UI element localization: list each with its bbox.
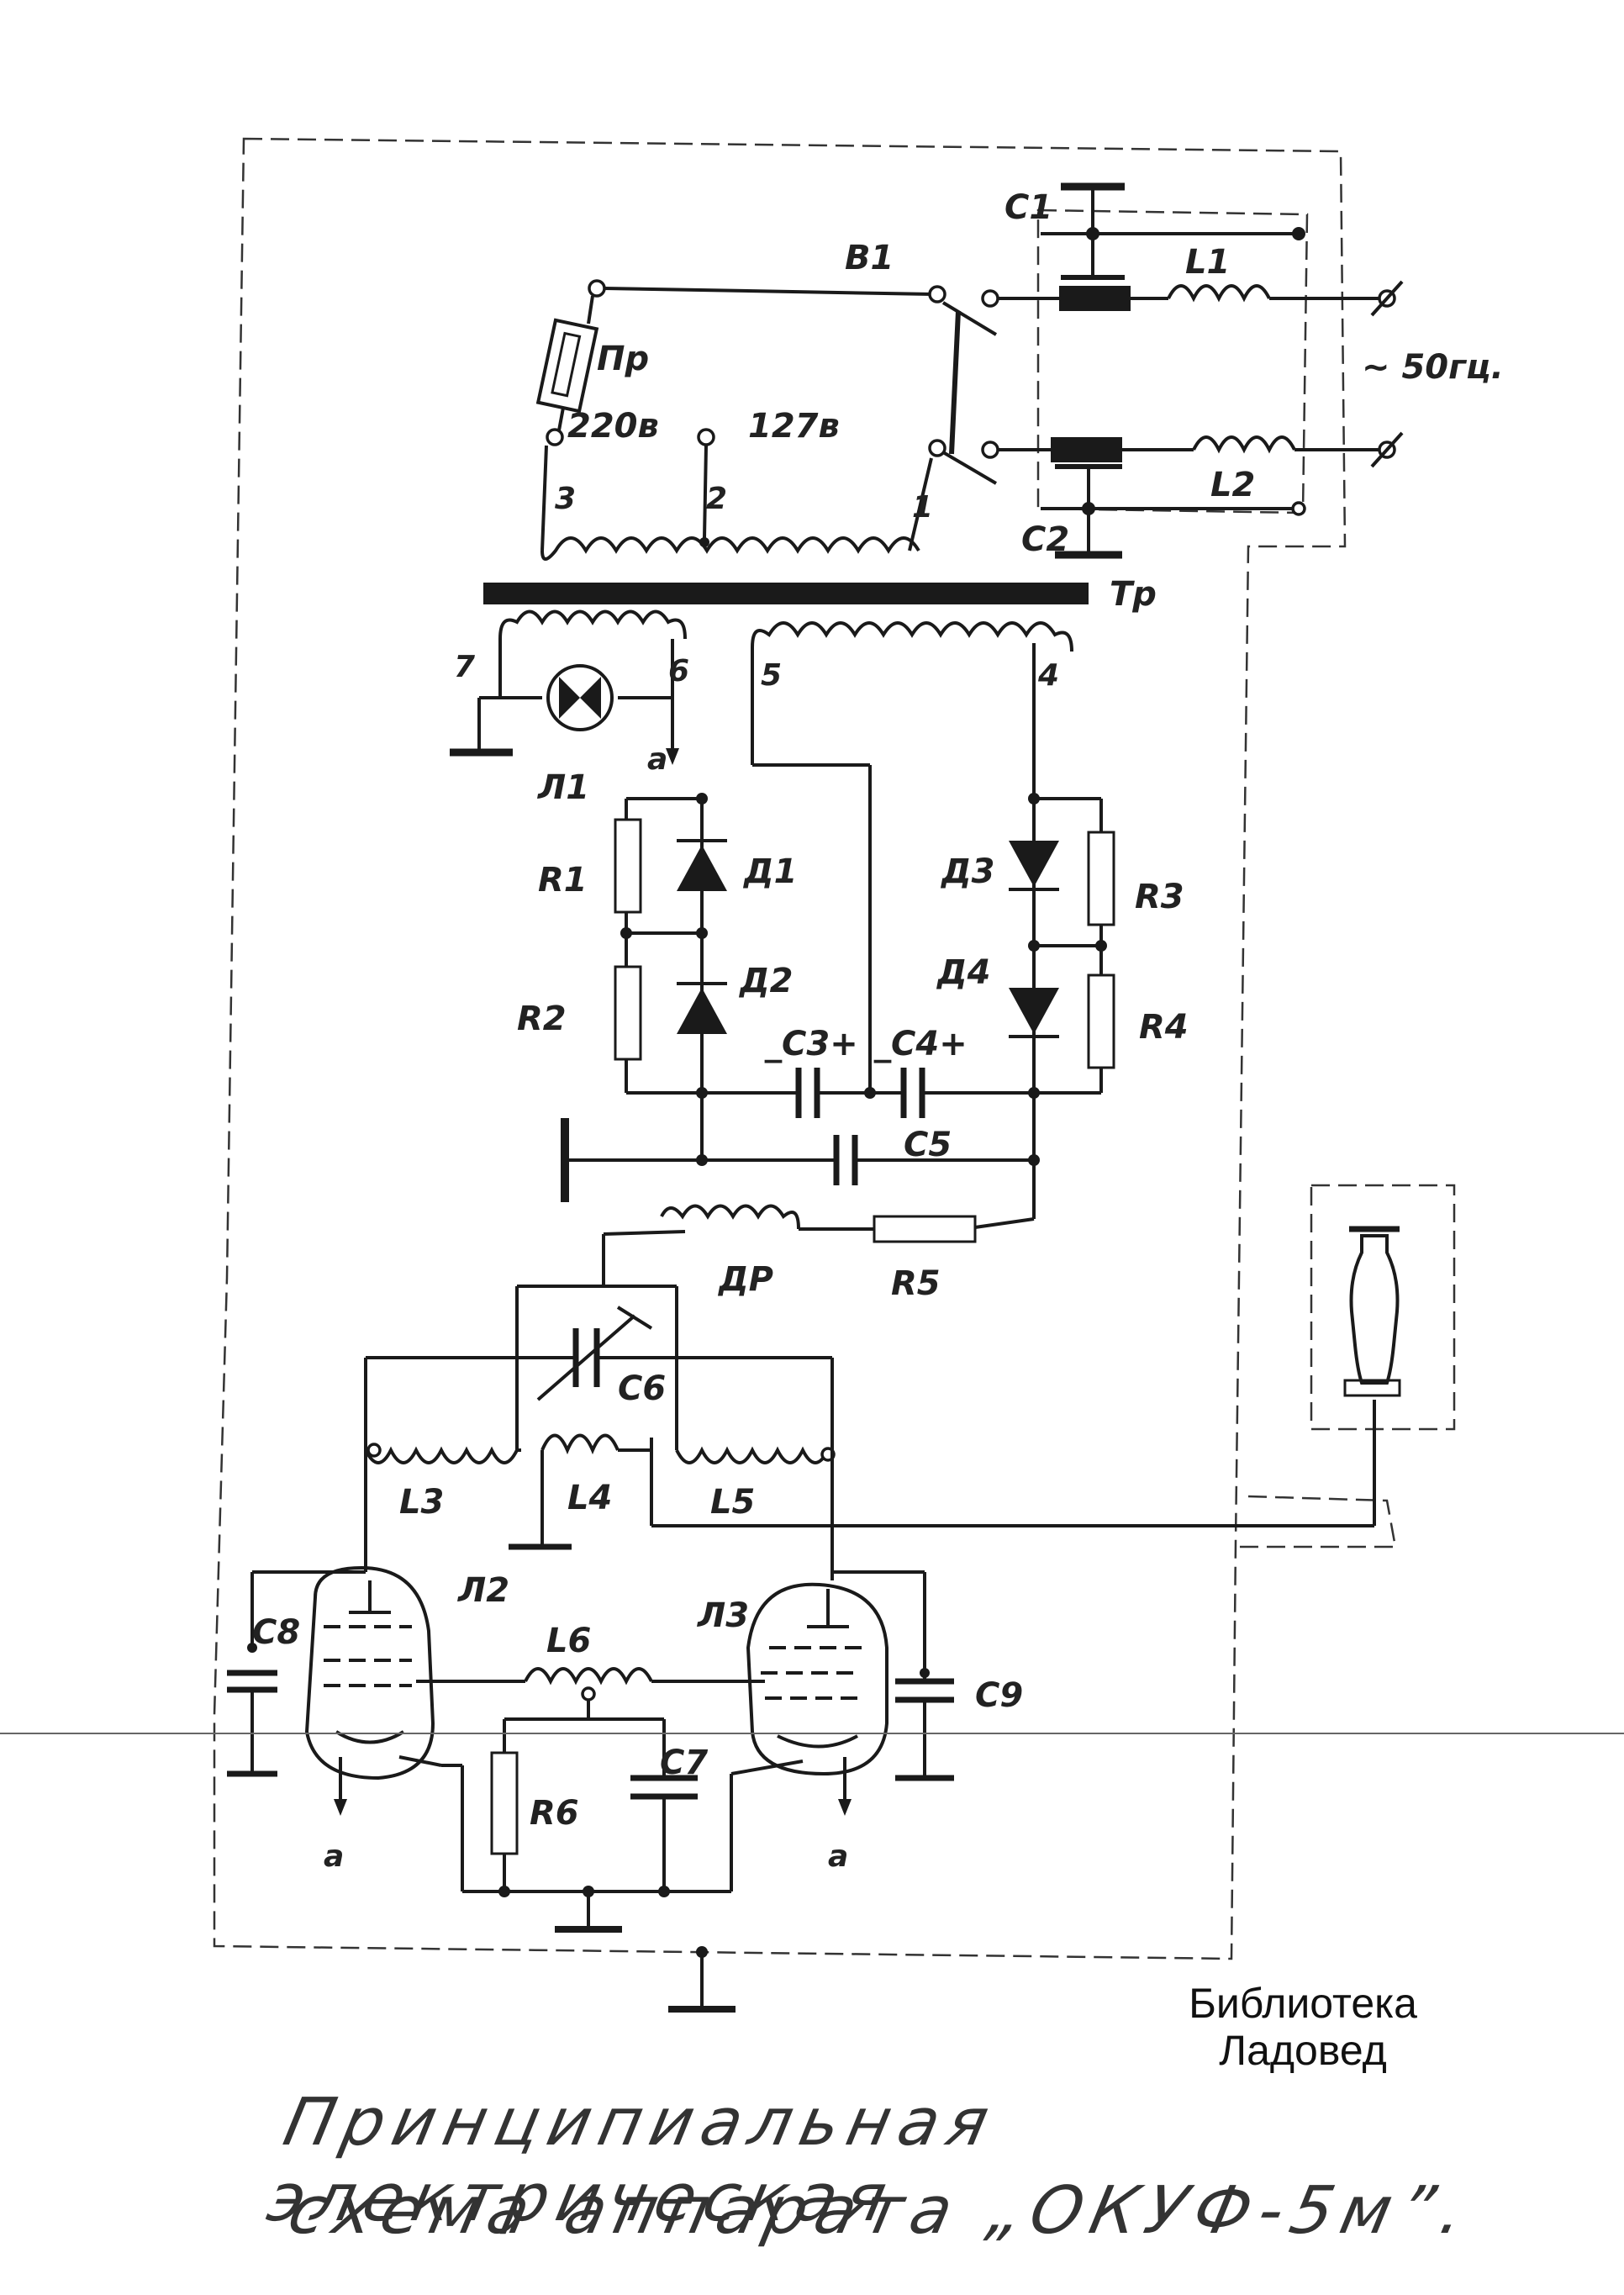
label-l1: L1 [1185, 243, 1230, 282]
label-c6: С6 [618, 1369, 666, 1408]
label-l4: L4 [567, 1479, 612, 1517]
label-l3: L3 [399, 1483, 444, 1522]
label-d1: Д1 [742, 852, 797, 891]
caption-line-2: схема аппарата „ОКУФ-5м”. [282, 2173, 1479, 2249]
label-c2: С2 [1021, 520, 1069, 559]
label-frequency: ~ 50гц. [1362, 348, 1504, 387]
label-tap-220: 220в [567, 407, 659, 446]
label-pin-4: 4 [1037, 658, 1059, 693]
label-d2: Д2 [738, 962, 793, 1000]
label-pin-1: 1 [912, 490, 933, 525]
label-d3: Д3 [940, 852, 994, 891]
label-choke: ДР [717, 1260, 773, 1299]
label-l5: L5 [710, 1483, 755, 1522]
library-line-2: Ладовед [1219, 2027, 1387, 2074]
tube-l3 [730, 1570, 926, 1816]
label-pin-7: 7 [454, 650, 475, 684]
label-heater-a-right: а [828, 1839, 848, 1874]
grid-network [227, 1643, 954, 2013]
label-pin-6: 6 [668, 654, 689, 688]
component-labels: В1 С1 L1 L2 С2 ~ 50гц. Пр 220в 127в 3 2 … [252, 188, 1504, 1874]
label-c9: С9 [975, 1676, 1023, 1715]
label-heater-a-left: а [324, 1839, 344, 1874]
transformer-secondaries [450, 609, 1073, 1093]
library-line-1: Библиотека [1189, 1980, 1417, 2027]
tube-l2 [250, 1450, 462, 1816]
rectifier-bridge [561, 793, 1115, 1219]
label-r5: R5 [891, 1264, 941, 1303]
label-r3: R3 [1135, 878, 1184, 916]
label-r6: R6 [530, 1794, 579, 1833]
label-pin-5: 5 [761, 658, 782, 693]
label-c4: _С4+ [873, 1025, 968, 1063]
uv-lamp [1343, 1226, 1401, 1397]
label-c3: _С3+ [764, 1025, 858, 1063]
label-pin-3: 3 [555, 482, 576, 516]
label-l6: L6 [546, 1622, 591, 1660]
label-c8: С8 [252, 1613, 300, 1652]
label-heater-a: а [647, 742, 667, 777]
label-d4: Д4 [936, 953, 990, 992]
label-c1: С1 [1004, 188, 1052, 227]
label-switch-b1: В1 [845, 239, 894, 277]
label-r1: R1 [538, 861, 588, 900]
library-stamp: Библиотека Ладовед [1110, 1980, 1496, 2074]
label-c5: С5 [904, 1126, 952, 1164]
label-transformer: Тр [1110, 575, 1157, 614]
label-pin-2: 2 [706, 482, 727, 516]
label-tube-l3: Л3 [697, 1596, 749, 1635]
label-r4: R4 [1139, 1008, 1189, 1047]
supply-filter [602, 1204, 1035, 1286]
transformer-primary [483, 279, 1089, 604]
label-l2: L2 [1210, 466, 1255, 504]
label-fuse: Пр [597, 340, 649, 378]
label-r2: R2 [517, 1000, 567, 1038]
label-tube-l2: Л2 [457, 1571, 509, 1610]
label-lamp-l1: Л1 [537, 768, 589, 807]
oscillator-tank [364, 1285, 1376, 1572]
label-c7: С7 [660, 1744, 708, 1782]
label-tap-127: 127в [748, 407, 840, 446]
mains-filter [981, 182, 1404, 559]
